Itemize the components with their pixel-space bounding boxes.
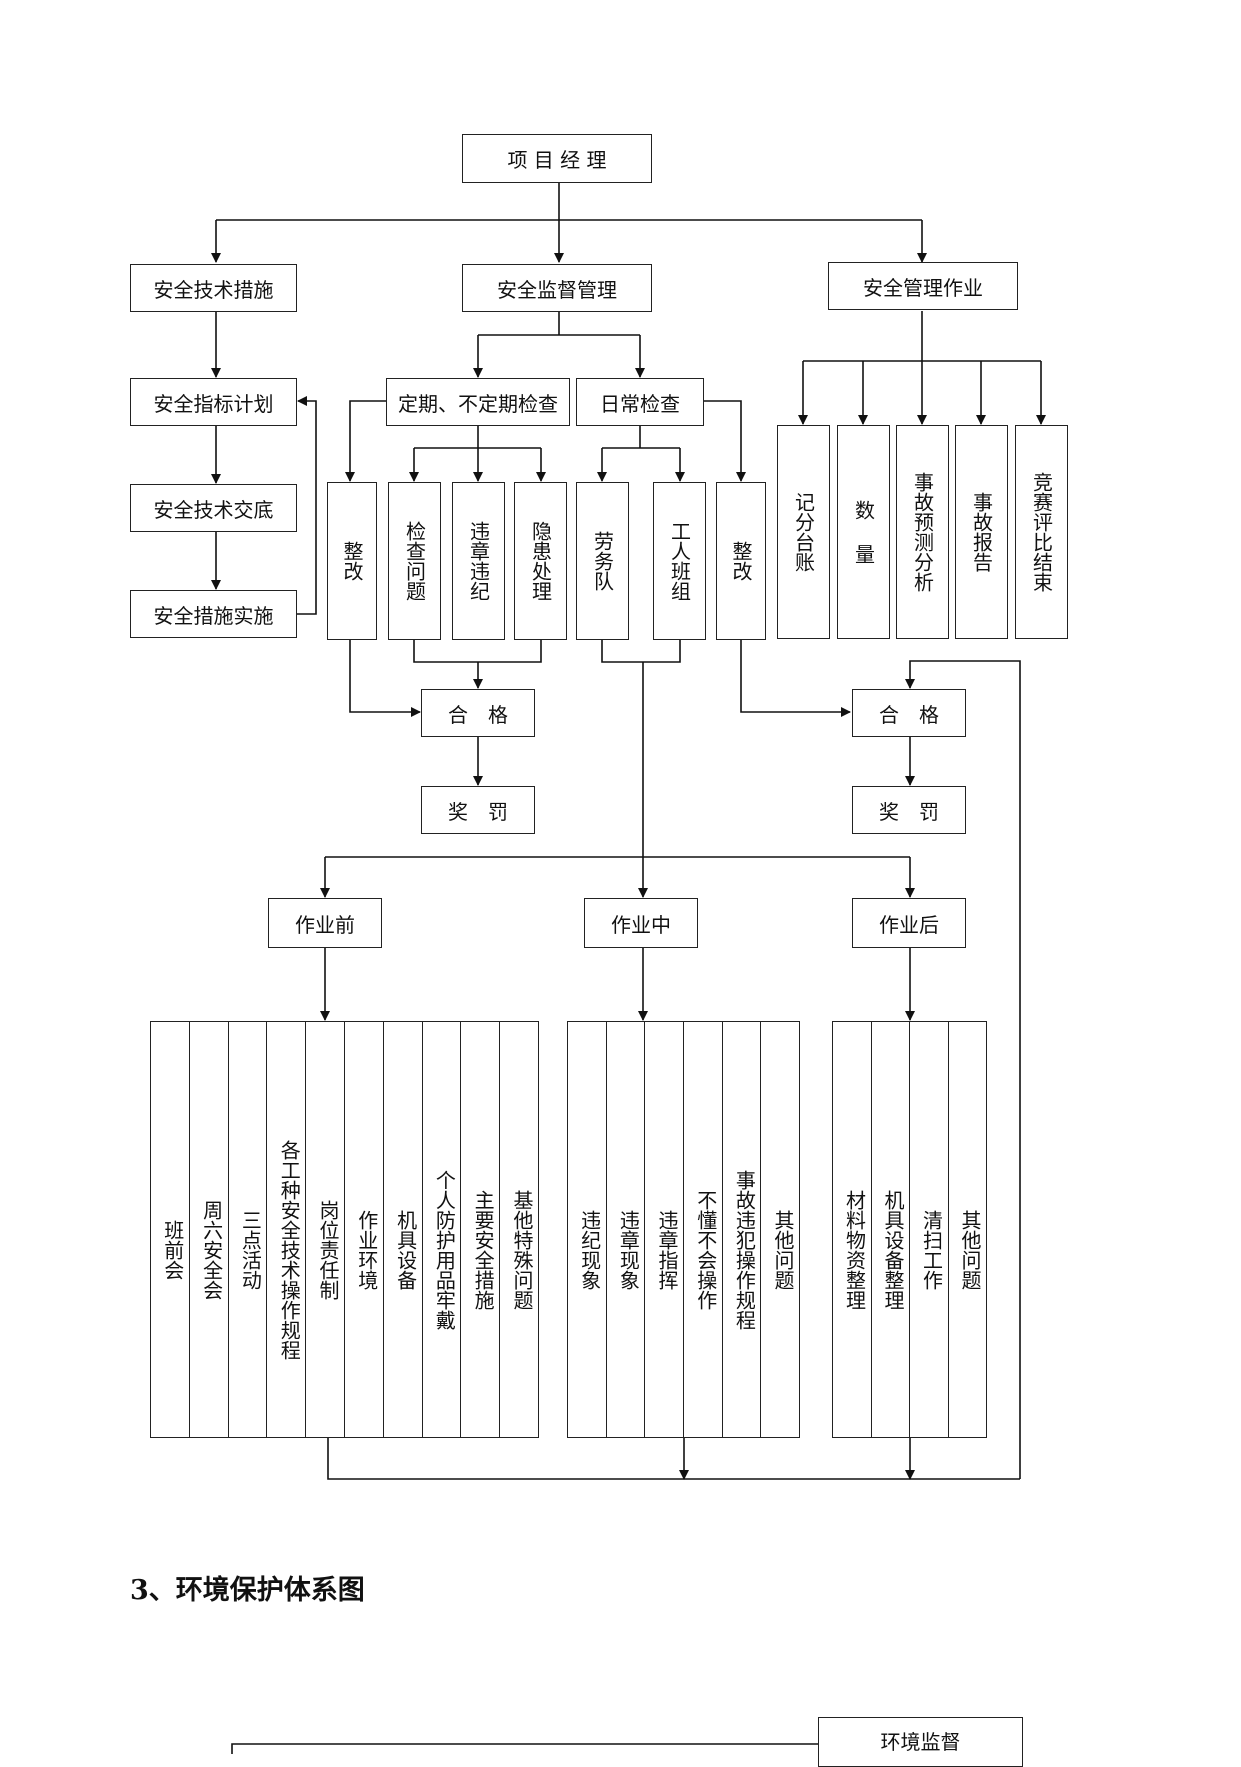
node-violations: 违章违纪 <box>452 482 505 640</box>
during-item: 违章现象 <box>607 1022 646 1437</box>
before-item: 主要安全措施 <box>461 1022 501 1437</box>
node-project-manager: 项 目 经 理 <box>462 134 652 183</box>
before-item: 基他特殊问题 <box>509 1189 534 1310</box>
node-during-work: 作业中 <box>584 898 698 948</box>
after-item: 其他问题 <box>958 1209 982 1290</box>
node-score-ledger: 记分台账 <box>777 425 830 639</box>
node-safety-management-work: 安全管理作业 <box>828 262 1018 310</box>
before-item: 周六安全会 <box>190 1022 229 1437</box>
node-safety-index-plan: 安全指标计划 <box>130 378 297 426</box>
node-reward-penalty-right: 奖 罚 <box>852 786 966 834</box>
node-safety-tech-disclosure: 安全技术交底 <box>130 484 297 532</box>
node-labor-team: 劳务队 <box>576 482 629 640</box>
node-quantity: 数 量 <box>837 425 890 639</box>
node-safety-supervision: 安全监督管理 <box>462 264 652 312</box>
before-item: 各工种安全技术操作规程 <box>267 1022 307 1437</box>
before-item: 机具设备 <box>384 1022 423 1437</box>
before-item: 三点活动 <box>229 1022 268 1437</box>
during-item: 违纪现象 <box>568 1022 607 1437</box>
node-contest-evaluation: 竞赛评比结束 <box>1015 425 1068 639</box>
after-item: 材料物资整理 <box>833 1022 872 1437</box>
after-work-items: 材料物资整理 机具设备整理 清扫工作 其他问题 <box>832 1021 987 1438</box>
node-periodic-check: 定期、不定期检查 <box>386 378 570 426</box>
node-accident-report: 事故报告 <box>955 425 1008 639</box>
during-item: 其他问题 <box>771 1209 796 1290</box>
node-safety-measures-implementation: 安全措施实施 <box>130 590 297 638</box>
after-item: 清扫工作 <box>910 1022 949 1437</box>
before-work-items: 班前会 周六安全会 三点活动 各工种安全技术操作规程 岗位责任制 作业环境 机具… <box>150 1021 539 1438</box>
after-item: 机具设备整理 <box>872 1022 910 1437</box>
node-worker-group: 工人班组 <box>653 482 706 640</box>
during-item: 事故违犯操作规程 <box>723 1022 762 1437</box>
node-safety-tech-measures: 安全技术措施 <box>130 264 297 312</box>
during-item: 违章指挥 <box>645 1022 685 1437</box>
node-accident-prediction: 事故预测分析 <box>896 425 949 639</box>
before-item: 岗位责任制 <box>306 1022 345 1437</box>
before-item: 作业环境 <box>345 1022 384 1437</box>
node-before-work: 作业前 <box>268 898 382 948</box>
during-item: 不懂不会操作 <box>684 1022 723 1437</box>
node-pass-right: 合 格 <box>852 689 966 737</box>
node-check-problems: 检查问题 <box>388 482 441 640</box>
during-work-items: 违纪现象 违章现象 违章指挥 不懂不会操作 事故违犯操作规程 其他问题 <box>567 1021 800 1438</box>
node-after-work: 作业后 <box>852 898 966 948</box>
node-environment-supervision: 环境监督 <box>818 1717 1023 1767</box>
node-rectify-right: 整改 <box>716 482 766 640</box>
section-heading: 3、环境保护体系图 <box>130 1575 365 1606</box>
before-item: 班前会 <box>151 1022 190 1437</box>
node-reward-penalty-left: 奖 罚 <box>421 786 535 834</box>
node-rectify-left: 整改 <box>327 482 377 640</box>
node-daily-check: 日常检查 <box>576 378 704 426</box>
node-pass-left: 合 格 <box>421 689 535 737</box>
node-hazard-handling: 隐患处理 <box>514 482 567 640</box>
before-item: 个人防护用品牢戴 <box>423 1022 462 1437</box>
